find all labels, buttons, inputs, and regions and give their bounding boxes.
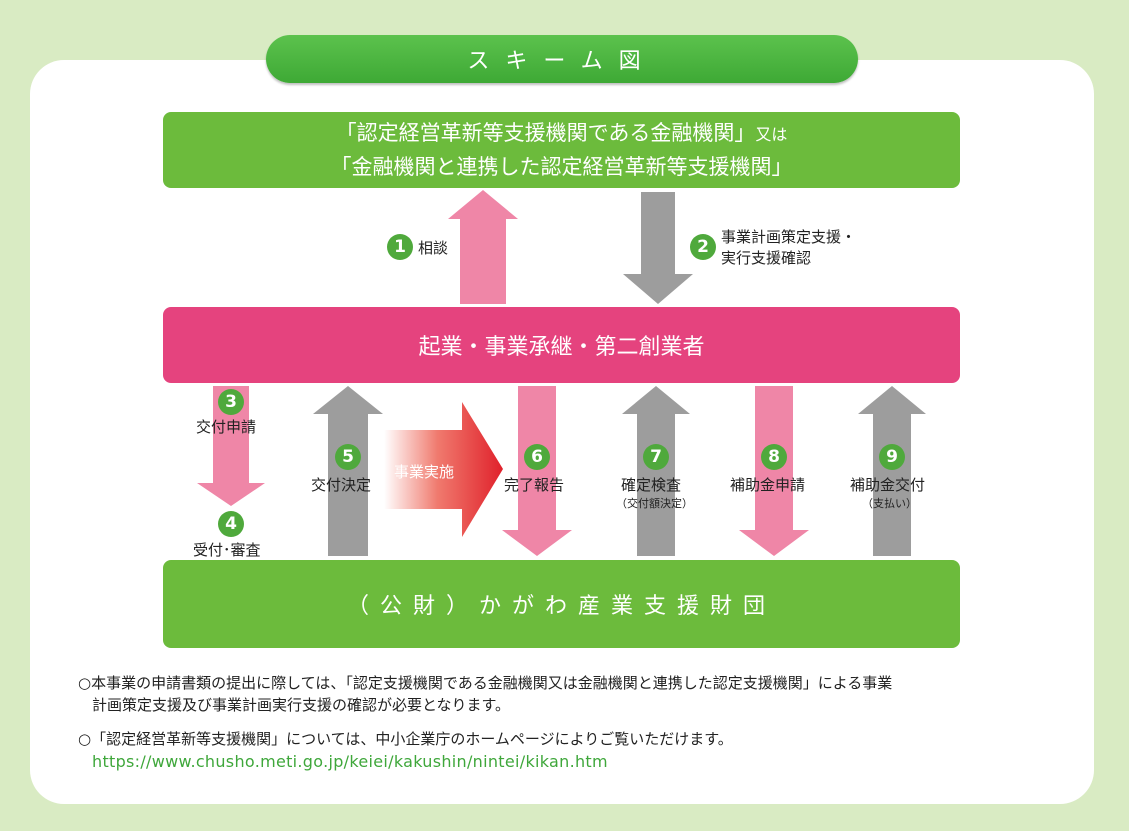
arrow-6-down xyxy=(502,386,572,556)
step-3-number: 3 xyxy=(218,389,244,415)
support-institution-line1-main: 「認定経営革新等支援機関である金融機関」 xyxy=(335,121,756,145)
implementation-label: 事業実施 xyxy=(394,463,455,481)
support-institution-line2: 「金融機関と連携した認定経営革新等支援機関」 xyxy=(330,155,793,179)
step-9-label: 補助金交付 xyxy=(850,476,926,494)
step-7-number: 7 xyxy=(643,444,669,470)
arrow-5-up xyxy=(313,386,383,556)
step-3-label: 交付申請 xyxy=(196,418,257,436)
arrow-7-up xyxy=(622,386,690,556)
step-5-number: 5 xyxy=(335,444,361,470)
note-1-line1: ○本事業の申請書類の提出に際しては、「認定支援機関である金融機関又は金融機関と連… xyxy=(78,674,893,692)
step-6-label: 完了報告 xyxy=(504,476,565,494)
step-1-label: 相談 xyxy=(418,239,449,257)
foundation-box: （公財）かがわ産業支援財団 xyxy=(163,560,960,648)
step-4-number: 4 xyxy=(218,511,244,537)
step-5-label: 交付決定 xyxy=(311,476,372,494)
step-4-label: 受付･審査 xyxy=(193,541,261,559)
step-6-number: 6 xyxy=(524,444,550,470)
scheme-title: スキーム図 xyxy=(266,35,858,83)
step-7-label: 確定検査 xyxy=(621,476,682,494)
implementation-arrow xyxy=(384,402,503,537)
arrow-8-down xyxy=(739,386,809,556)
step-8-label: 補助金申請 xyxy=(730,476,806,494)
note-2: ○「認定経営革新等支援機関」については、中小企業庁のホームページによりご覧いただ… xyxy=(78,730,733,748)
step-9-number: 9 xyxy=(879,444,905,470)
step-2-label-line2: 実行支援確認 xyxy=(721,249,812,267)
arrow-2-down xyxy=(623,192,693,304)
arrow-1-up xyxy=(448,190,518,304)
step-9-sublabel: （支払い） xyxy=(862,497,917,510)
arrow-9-up xyxy=(858,386,926,556)
step-2-label-line1: 事業計画策定支援・ xyxy=(721,228,857,246)
note-1-line2: 計画策定支援及び事業計画実行支援の確認が必要となります。 xyxy=(92,696,511,714)
support-institution-box: 「認定経営革新等支援機関である金融機関」又は 「金融機関と連携した認定経営革新等… xyxy=(163,112,960,188)
step-8-number: 8 xyxy=(761,444,787,470)
step-2-number: 2 xyxy=(690,234,716,260)
support-institution-line1: 「認定経営革新等支援機関である金融機関」又は xyxy=(336,117,788,151)
reference-url-link[interactable]: https://www.chusho.meti.go.jp/keiei/kaku… xyxy=(92,752,608,771)
business-owner-box: 起業・事業承継・第二創業者 xyxy=(163,307,960,383)
step-1-number: 1 xyxy=(387,234,413,260)
step-7-sublabel: （交付額決定） xyxy=(616,497,693,510)
arrow-3-down xyxy=(197,386,265,506)
support-institution-line1-or: 又は xyxy=(755,125,788,144)
